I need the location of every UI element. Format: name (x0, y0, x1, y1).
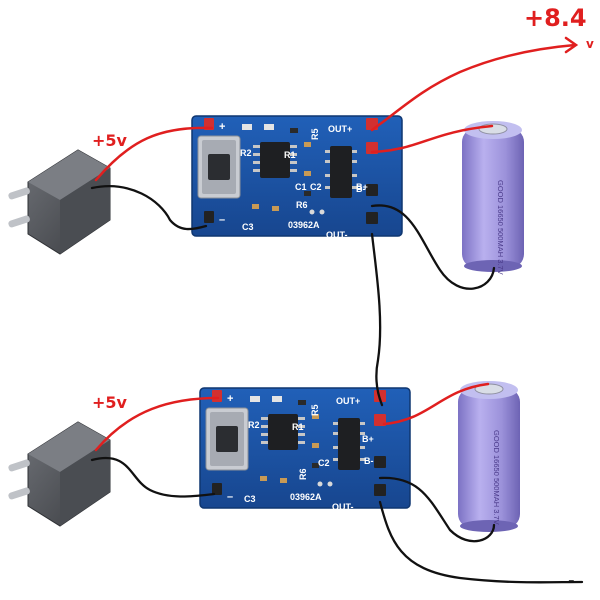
battery-top-label: GOOD 16650 500MAH 3.7V (496, 180, 505, 275)
board-top-r5-label: R5 (310, 128, 320, 140)
wire-output-arrow (564, 36, 579, 54)
charger-bottom-voltage-label: +5v (92, 393, 128, 412)
charger-bottom (7, 421, 111, 527)
board-top-out-plus-label: OUT+ (328, 124, 352, 134)
board-top-r2-label: R2 (240, 148, 252, 158)
output-voltage-label: +8.4 (524, 4, 587, 32)
battery-bottom: GOOD 16650 500MAH 3.7V (457, 380, 521, 533)
wire-charger-top-minus (90, 185, 208, 231)
board-top-b-plus-label: B+ (356, 182, 368, 192)
wire-charger-top-plus (94, 126, 214, 182)
board-bottom-r5-label: R5 (310, 404, 320, 416)
board-bottom-r2-label: R2 (248, 420, 260, 430)
board-bottom-plus-label: + (227, 393, 233, 405)
board-top-minus-label: – (219, 214, 225, 226)
battery-bottom-label: GOOD 16650 500MAH 3.7V (492, 430, 501, 525)
wire-battery-top-plus (370, 124, 494, 154)
board-top-c1-label: C1 (295, 182, 307, 192)
board-bottom-c3-label: C3 (244, 494, 256, 504)
board-bottom-part-code: 03962A (290, 492, 322, 502)
board-bottom-r1-label: R1 (292, 422, 304, 432)
wire-charger-bottom-minus (90, 456, 216, 498)
board-bottom-b-plus-label: B+ (362, 434, 374, 444)
wire-series-link (370, 232, 384, 407)
board-top-r1-label: R1 (284, 150, 296, 160)
charger-top (7, 149, 111, 255)
black-wires (90, 185, 584, 584)
board-bottom-b-minus-label: B- (364, 456, 374, 466)
red-wires (94, 36, 579, 452)
board-bottom-out-plus-label: OUT+ (336, 396, 360, 406)
output-unit-label: v (586, 37, 594, 51)
board-bottom-r6-label: R6 (298, 468, 308, 480)
wire-charger-bottom-plus (94, 396, 220, 452)
wire-battery-bottom-plus (382, 382, 490, 426)
output-minus-label: - (568, 571, 575, 590)
wire-battery-top-minus (370, 204, 496, 290)
board-bottom-out-minus-label: OUT- (332, 502, 354, 512)
board-top-part-code: 03962A (288, 220, 320, 230)
board-top-plus-label: + (219, 121, 225, 133)
board-bottom-minus-label: – (227, 491, 233, 503)
wire-output-minus (378, 500, 584, 584)
wire-battery-bottom-minus (378, 476, 496, 543)
board-top-c3-label: C3 (242, 222, 254, 232)
board-bottom: + – OUT+ B+ B- OUT- R2 R1 R5 C2 R6 C3 03… (199, 387, 411, 512)
wire-output-plus (370, 43, 577, 132)
board-top-b-minus-label: B- (356, 184, 366, 194)
board-top: + – OUT+ B- OUT- R2 R1 R5 C1 C2 R6 C3 03… (191, 115, 403, 240)
battery-top: GOOD 16650 500MAH 3.7V (461, 120, 525, 275)
board-top-r6-label: R6 (296, 200, 308, 210)
board-top-out-minus-label: OUT- (326, 230, 348, 240)
board-top-c2-label: C2 (310, 182, 322, 192)
board-bottom-c2-label: C2 (318, 458, 330, 468)
charger-top-voltage-label: +5v (92, 131, 128, 150)
